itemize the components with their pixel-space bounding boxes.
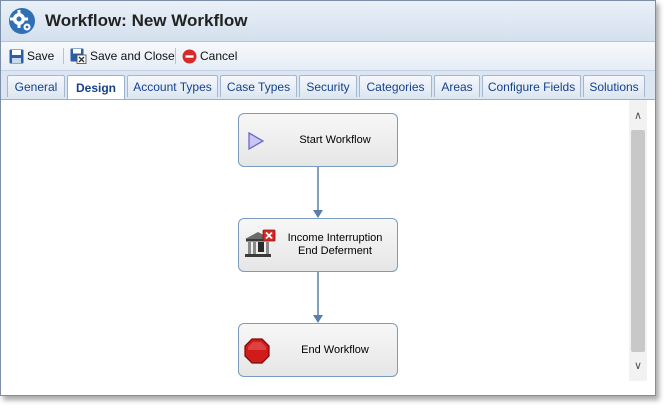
tab-configure-fields[interactable]: Configure Fields bbox=[482, 75, 581, 97]
gear-icon bbox=[9, 8, 35, 34]
title-bar: Workflow: New Workflow bbox=[1, 1, 655, 42]
node-label: Start Workflow bbox=[299, 133, 371, 146]
save-button[interactable]: Save bbox=[9, 46, 54, 66]
tab-design[interactable]: Design bbox=[67, 75, 125, 99]
vertical-scrollbar[interactable]: ∧ ∨ bbox=[629, 100, 647, 381]
tab-categories[interactable]: Categories bbox=[359, 75, 432, 97]
workflow-design-canvas[interactable]: Start Workflow Income Interruption End D… bbox=[1, 100, 629, 381]
tab-account-types[interactable]: Account Types bbox=[127, 75, 218, 97]
save-and-close-label: Save and Close bbox=[90, 49, 175, 63]
save-label: Save bbox=[27, 49, 55, 63]
tab-case-types[interactable]: Case Types bbox=[220, 75, 297, 97]
toolbar-separator bbox=[63, 48, 64, 64]
save-close-icon bbox=[70, 48, 87, 64]
save-and-close-button[interactable]: Save and Close bbox=[70, 46, 175, 66]
node-label: Income Interruption End Deferment bbox=[287, 232, 383, 257]
tab-strip: General Design Account Types Case Types … bbox=[1, 71, 655, 100]
cancel-label: Cancel bbox=[200, 49, 238, 63]
cancel-button[interactable]: Cancel bbox=[182, 46, 237, 66]
tab-general[interactable]: General bbox=[7, 75, 65, 97]
income-interruption-end-deferment-node[interactable]: Income Interruption End Deferment bbox=[238, 218, 398, 272]
window-title: Workflow: New Workflow bbox=[45, 11, 248, 30]
start-workflow-node[interactable]: Start Workflow bbox=[238, 113, 398, 167]
toolbar: Save Save and Close Cancel bbox=[1, 42, 655, 71]
end-workflow-node[interactable]: End Workflow bbox=[238, 323, 398, 377]
tab-areas[interactable]: Areas bbox=[434, 75, 480, 97]
scroll-up-icon[interactable]: ∧ bbox=[633, 109, 643, 122]
workflow-connectors bbox=[313, 167, 323, 323]
bank-cancel-icon bbox=[245, 229, 276, 257]
floppy-disk-icon bbox=[9, 49, 24, 63]
cancel-icon bbox=[182, 49, 197, 63]
workflow-window: Workflow: New Workflow Save Save and Clo… bbox=[0, 0, 656, 396]
tab-solutions[interactable]: Solutions bbox=[583, 75, 645, 97]
tab-security[interactable]: Security bbox=[299, 75, 357, 97]
scrollbar-thumb[interactable] bbox=[631, 130, 645, 352]
node-label: End Workflow bbox=[301, 343, 369, 356]
play-triangle-icon bbox=[248, 132, 264, 150]
stop-octagon-icon bbox=[244, 338, 270, 364]
scroll-down-icon[interactable]: ∨ bbox=[633, 359, 643, 372]
toolbar-separator bbox=[175, 48, 176, 64]
